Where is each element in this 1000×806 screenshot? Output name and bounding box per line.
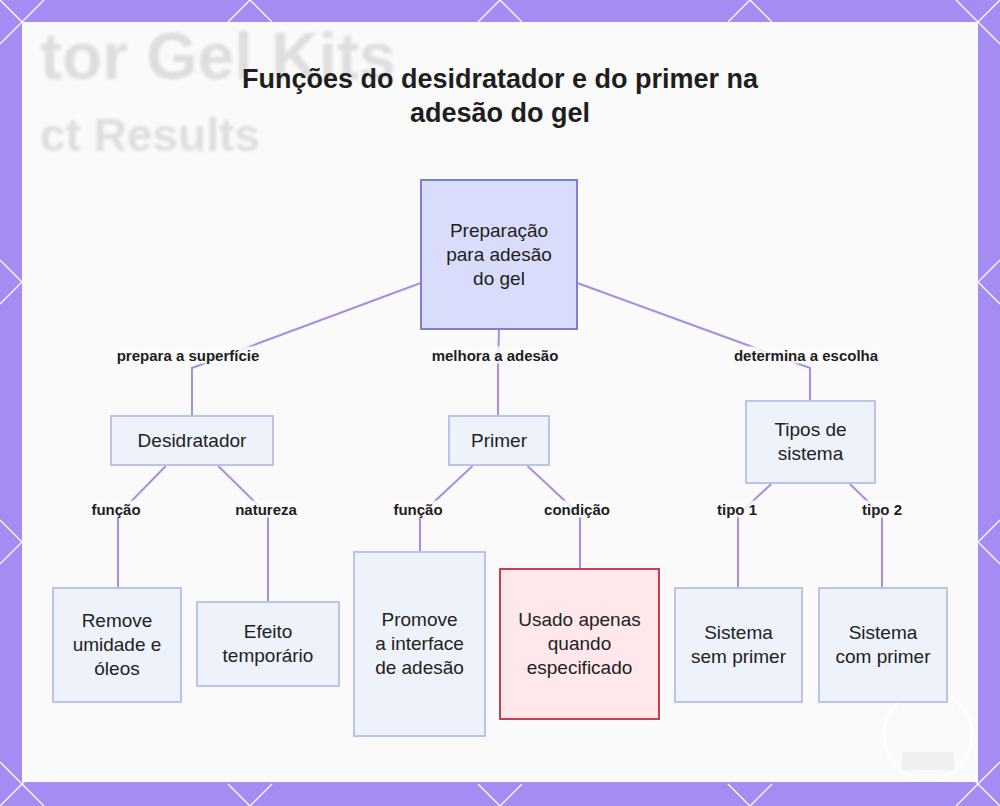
connector-line [498, 330, 499, 415]
condition-box: Usado apenas quando especificado [499, 568, 660, 720]
edge-label: tipo 1 [715, 501, 759, 518]
node-text: Sistema sem primer [688, 621, 789, 669]
node-text-group: Sistema com primer [832, 621, 934, 669]
edge-label: tipo 2 [860, 501, 904, 518]
concept-box: Primer [448, 415, 550, 466]
node-text-group: Usado apenas quando especificado [515, 608, 644, 680]
concept-box: Remove umidade e óleos [52, 587, 182, 703]
edge-label: condição [542, 501, 612, 518]
node-text: Remove umidade e óleos [66, 609, 168, 681]
edge-label: prepara a superfície [115, 347, 262, 364]
connector-line [578, 283, 810, 400]
edge-label: natureza [233, 501, 299, 518]
node-text: Primer [471, 429, 527, 453]
edge-label: melhora a adesão [430, 347, 561, 364]
edge-label: determina a escolha [732, 347, 880, 364]
node-text-group: Sistema sem primer [688, 621, 789, 669]
node-text: Tipos de sistema [757, 418, 864, 466]
node-text: Preparação para adesão do gel [444, 219, 554, 291]
concept-box: Efeito temporário [196, 601, 340, 687]
node-text-group: Primer [471, 429, 527, 453]
edge-label: função [89, 501, 142, 518]
concept-box: Desidratador [110, 415, 274, 466]
node-text-group: Desidratador [138, 429, 247, 453]
node-text-group: Efeito temporário [208, 620, 328, 668]
edge-label: função [391, 501, 444, 518]
concept-box: Sistema sem primer [674, 587, 803, 703]
node-text: Efeito temporário [208, 620, 328, 668]
connector-line [738, 484, 771, 587]
connector-line [850, 484, 882, 587]
concept-box: Sistema com primer [818, 587, 948, 703]
node-text-group: Tipos de sistema [757, 418, 864, 466]
node-text: Promove a interface de adesão [375, 608, 464, 680]
watermark-text: ct Results [40, 108, 260, 162]
node-text-group: Promove a interface de adesão [375, 608, 464, 680]
node-text: Sistema com primer [832, 621, 934, 669]
connector-line [218, 466, 268, 601]
connector-line [118, 466, 166, 587]
concept-box: Promove a interface de adesão [353, 551, 486, 737]
node-text-group: Preparação para adesão do gel [444, 219, 554, 291]
node-text: Usado apenas quando especificado [515, 608, 644, 680]
node-text-group: Remove umidade e óleos [66, 609, 168, 681]
root-box: Preparação para adesão do gel [420, 179, 578, 330]
concept-box: Tipos de sistema [745, 400, 876, 484]
node-text: Desidratador [138, 429, 247, 453]
diagram-title: Funções do desidratador e do primer na a… [220, 62, 780, 130]
